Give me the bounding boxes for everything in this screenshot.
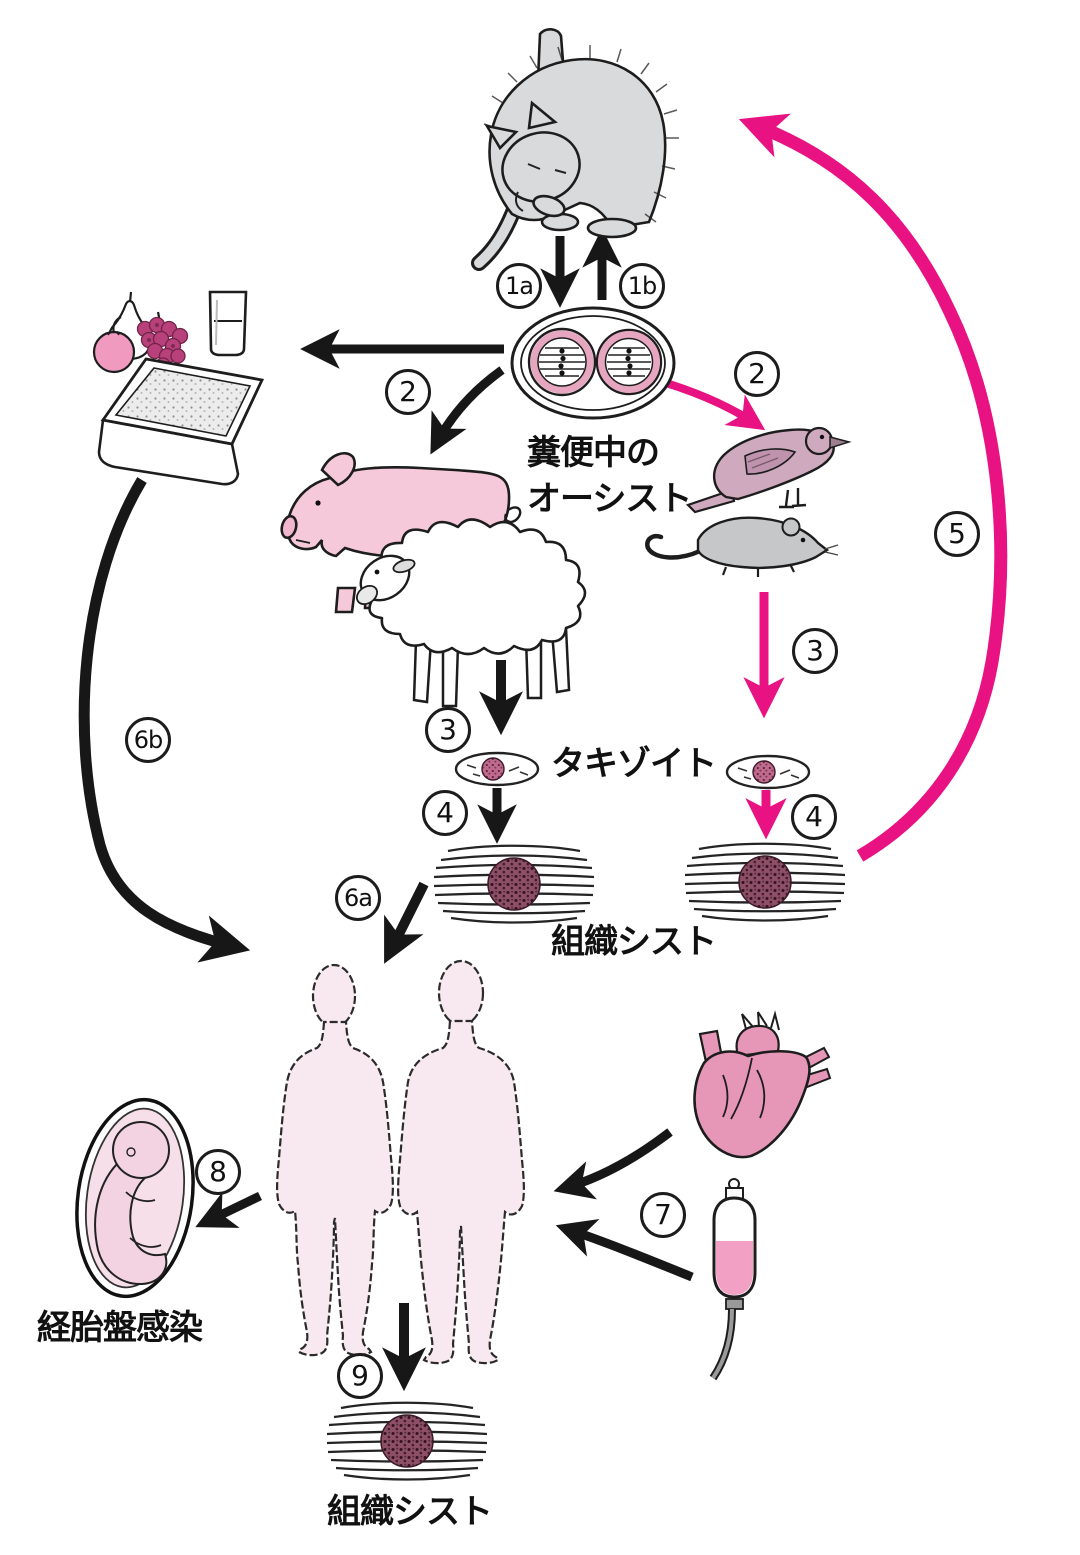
step-badge-2-bird: 2 bbox=[734, 351, 780, 397]
arrow-6b bbox=[78, 477, 251, 963]
arrow-2-to-livestock bbox=[430, 366, 505, 455]
tissue-cyst-bottom bbox=[325, 1401, 489, 1481]
step-badge-2-food: 2 bbox=[385, 369, 431, 415]
blood-transfusion-bottle-illustration bbox=[709, 1178, 757, 1381]
human-female-illustration bbox=[276, 963, 394, 1357]
apple-icon bbox=[92, 316, 136, 374]
label-tissue-cyst-middle: 組織シスト bbox=[551, 922, 717, 962]
step-badge-4-livestock: 4 bbox=[422, 790, 468, 836]
step-badge-3-rodent: 3 bbox=[792, 628, 838, 674]
tachyzoite-left bbox=[454, 751, 540, 787]
step-badge-3-livestock: 3 bbox=[425, 707, 471, 753]
arrow-7-blood bbox=[555, 1218, 694, 1282]
tissue-cyst-right bbox=[683, 842, 847, 922]
step-badge-9: 9 bbox=[337, 1353, 383, 1399]
tachyzoite-right bbox=[725, 754, 811, 790]
step-badge-6a: 6a bbox=[335, 875, 381, 921]
arrow-8 bbox=[195, 1191, 262, 1228]
step-badge-4-rodent: 4 bbox=[791, 794, 837, 840]
label-tissue-cyst-bottom: 組織シスト bbox=[327, 1492, 493, 1532]
step-badge-7: 7 bbox=[640, 1192, 686, 1238]
step-badge-5: 5 bbox=[934, 511, 980, 557]
arrow-5-cyst-to-cat bbox=[738, 113, 1008, 862]
fetus-in-womb-illustration bbox=[75, 1097, 195, 1299]
label-tachyzoite: タキゾイト bbox=[551, 744, 717, 784]
label-transplacental-infection: 経胎盤感染 bbox=[37, 1308, 203, 1348]
mouse-illustration bbox=[645, 516, 839, 577]
tissue-cyst-left bbox=[432, 844, 596, 924]
grapes-icon bbox=[136, 311, 189, 373]
pigeon-illustration bbox=[685, 426, 852, 514]
sheep-illustration bbox=[355, 518, 587, 708]
oocyst-illustration bbox=[510, 306, 676, 420]
human-male-illustration bbox=[397, 959, 525, 1365]
cat-grooming-illustration bbox=[471, 28, 679, 271]
litter-box-icon bbox=[97, 357, 265, 486]
step-badge-1a: 1a bbox=[496, 263, 542, 309]
heart-illustration bbox=[693, 1010, 832, 1159]
arrow-6a bbox=[384, 881, 429, 964]
label-oocyst-in-feces: 糞便中の オーシスト bbox=[527, 433, 692, 519]
arrow-7-heart bbox=[553, 1128, 673, 1200]
water-glass-icon bbox=[208, 290, 248, 357]
step-badge-8: 8 bbox=[195, 1149, 241, 1195]
step-badge-6b: 6b bbox=[125, 717, 171, 763]
step-badge-1b: 1b bbox=[619, 263, 665, 309]
